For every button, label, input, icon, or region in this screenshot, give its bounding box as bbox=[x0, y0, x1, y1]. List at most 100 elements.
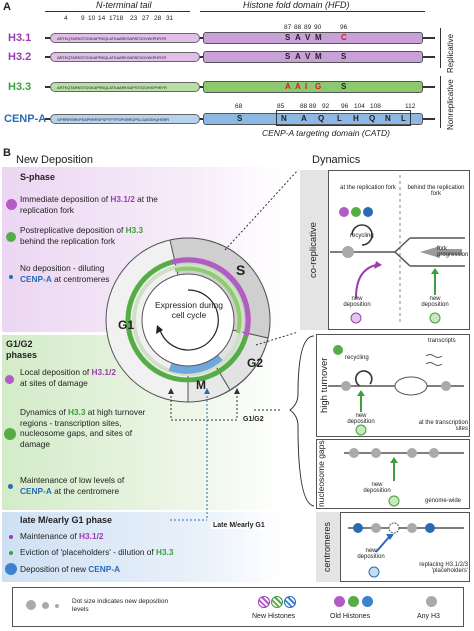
ht-new-h33 bbox=[355, 424, 367, 436]
legend-new-h33 bbox=[271, 596, 283, 608]
g1g2-dot-2 bbox=[4, 428, 16, 440]
cenpa-label: CENP-A bbox=[4, 113, 47, 125]
cenpa-hfd bbox=[203, 113, 423, 125]
pos-18: 18 bbox=[116, 15, 124, 22]
ht-nuc-2 bbox=[441, 381, 451, 391]
latem-item-3: Deposition of new CENP-A bbox=[20, 564, 121, 574]
latem-item-2: Eviction of 'placeholders' - dilution of… bbox=[20, 547, 174, 557]
new-h33-striped bbox=[429, 312, 441, 324]
centromeres-svg bbox=[348, 522, 464, 578]
cenpa-res-92: L bbox=[337, 114, 342, 123]
fork-upper bbox=[394, 237, 411, 253]
cenpa-pos-96: 96 bbox=[341, 103, 349, 110]
h32-res-90: M bbox=[315, 52, 322, 61]
latem-dot-3 bbox=[5, 563, 17, 575]
pos-87: 87 bbox=[284, 24, 292, 31]
dynamics-bracket bbox=[289, 335, 315, 507]
recycling-label-2: recycling bbox=[345, 355, 369, 361]
latem-dot-1 bbox=[9, 535, 13, 539]
genome-wide-label: genome-wide bbox=[425, 498, 462, 504]
cenpa-res-88: A bbox=[301, 114, 307, 123]
legend-dot-text: Dot size indicates new deposition levels bbox=[72, 598, 169, 613]
conn-line-1 bbox=[224, 169, 299, 251]
new-deposition-label-1: new deposition bbox=[343, 296, 371, 308]
cenpa-res-96: H bbox=[353, 114, 359, 123]
hfd-header: Histone fold domain (HFD) bbox=[243, 0, 350, 10]
pos-27: 23 bbox=[130, 15, 138, 22]
panel-a-letter: A bbox=[3, 1, 11, 13]
latem-item-1: Maintenance of H3.1/2 bbox=[20, 531, 104, 541]
ng-new-h33 bbox=[388, 495, 400, 507]
g1g2-title: G1/G2 phases bbox=[6, 339, 38, 360]
fork-lower bbox=[394, 251, 411, 267]
h32-seq: ARTKQTARKSTGGKAPRKQLATKAARKSAPATGGVKKPHR… bbox=[57, 55, 167, 60]
transcripts-label: transcripts bbox=[428, 338, 456, 344]
cenpa-res-89: Q bbox=[318, 114, 325, 123]
pos-88: 88 bbox=[294, 24, 302, 31]
h32-res-87: S bbox=[285, 52, 291, 61]
phase-m: M bbox=[196, 378, 206, 392]
phase-g2: G2 bbox=[247, 356, 264, 370]
g1g2-item-3: Maintenance of low levels of CENP-A at t… bbox=[20, 475, 125, 496]
h33-res-88: A bbox=[295, 82, 301, 91]
cenpa-res-68: S bbox=[237, 114, 243, 123]
new-deposition-arrowhead-h31 bbox=[374, 261, 382, 269]
coreplicative-tab bbox=[300, 170, 329, 330]
h33-res-90: G bbox=[315, 82, 322, 91]
catd-label: CENP-A targeting domain (CATD) bbox=[262, 128, 391, 138]
h33-s-arc bbox=[174, 266, 242, 334]
cenpa-tail bbox=[50, 114, 200, 124]
nucleosome-gaps-svg bbox=[344, 448, 464, 507]
fork-progression-label: fork progression bbox=[437, 246, 469, 258]
g1g2-item-1: Local deposition of H3.1/2 at sites of d… bbox=[20, 367, 116, 388]
sphase-item-2: Postreplicative deposition of H3.3 behin… bbox=[20, 225, 144, 246]
pos-36: 31 bbox=[166, 15, 174, 22]
g1g2-cycle-label: G1/G2 bbox=[243, 416, 264, 423]
cenpa-pos-104: 104 bbox=[354, 103, 365, 110]
g1g2-item-2: Dynamics of H3.3 at high turnover region… bbox=[20, 407, 146, 449]
polymerase-shape bbox=[394, 376, 428, 396]
h31-label: H3.1 bbox=[8, 32, 32, 44]
recycling-arrow bbox=[351, 224, 373, 246]
ng-new-deposition-label: new deposition bbox=[363, 482, 391, 494]
h31-res-89: V bbox=[305, 33, 311, 42]
cen-old-cenpa-1 bbox=[353, 523, 363, 533]
h33-inner-ring bbox=[132, 264, 244, 376]
ng-nuc-1 bbox=[349, 448, 359, 458]
old-h31-circle bbox=[339, 207, 349, 217]
cenpa-pos-88: 88 bbox=[300, 103, 308, 110]
at-transcription-label: at the transcription sites bbox=[418, 420, 468, 432]
ng-nuc-3 bbox=[407, 448, 417, 458]
old-h33-circle bbox=[351, 207, 361, 217]
cen-nuc-2 bbox=[407, 523, 417, 533]
pos-9: 9 bbox=[81, 15, 85, 22]
bracket-path bbox=[289, 335, 315, 507]
legend-any-h3 bbox=[426, 596, 437, 607]
pos-4: 4 bbox=[64, 15, 68, 22]
cenpa-pos-89: 89 bbox=[309, 103, 317, 110]
sphase-dot-1 bbox=[6, 199, 17, 210]
catd-box bbox=[276, 110, 411, 126]
g1g2-dot-1 bbox=[5, 375, 14, 384]
hfd-header-rule bbox=[200, 11, 425, 12]
n-terminal-tail-header: N-terminal tail bbox=[96, 0, 152, 10]
h32-tail bbox=[50, 52, 200, 62]
ht-new-deposition-label: new deposition bbox=[347, 413, 375, 425]
pos-10: 10 bbox=[88, 15, 96, 22]
h31-res-96: C bbox=[341, 33, 347, 42]
replacing-label: replacing H3.1/2/3 'placeholders' bbox=[419, 562, 468, 574]
cen-placeholder bbox=[388, 522, 400, 534]
h33-tail bbox=[50, 82, 200, 92]
h33-res-96: S bbox=[341, 82, 347, 91]
h31-ring-arc bbox=[171, 257, 251, 337]
nucleosome-1 bbox=[342, 246, 354, 258]
legend-old-h31 bbox=[334, 596, 345, 607]
panel-b-letter: B bbox=[3, 147, 11, 159]
latem-cycle-label: Late M/early G1 bbox=[211, 522, 267, 529]
h31-hfd bbox=[203, 32, 423, 44]
tail-header-rule bbox=[45, 11, 190, 12]
h33-label: H3.3 bbox=[8, 81, 32, 93]
g1-arrowhead bbox=[168, 388, 174, 394]
cenpa-seq: GPRRRSRKPEAPRRRSPSPTPTPGPSRRGPSLGASSHQHS… bbox=[57, 117, 170, 122]
